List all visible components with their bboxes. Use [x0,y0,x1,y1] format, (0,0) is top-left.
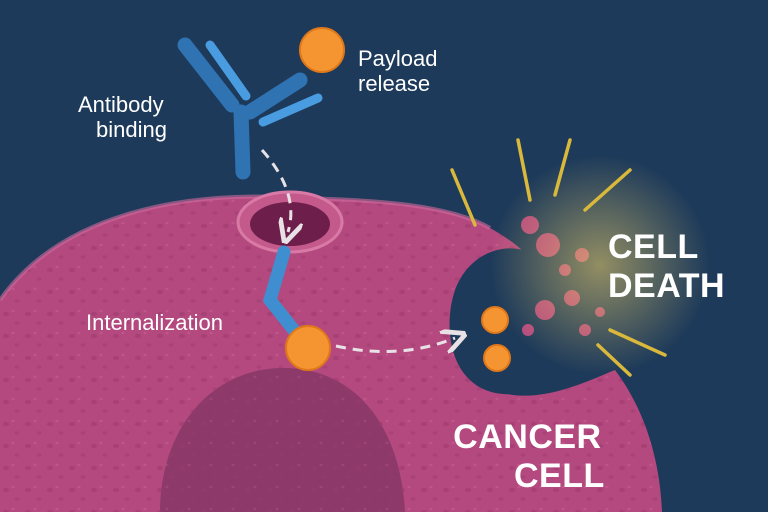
payload-in-rupture-icon [481,306,509,334]
burst-icon [450,138,710,377]
label-cancer-cell: CANCER CELL [450,418,605,496]
label-cell-death: CELL DEATH [608,228,725,306]
label-payload-release: Payload release [358,46,438,97]
antibody-icon [177,37,323,180]
nucleus [160,367,405,512]
released-payload-icon [285,325,331,371]
internalized-antibody-icon [262,245,307,345]
label-cancer-cell-line1: CANCER [453,418,602,456]
label-cell-death-line2: DEATH [608,267,726,306]
arrow-payload-to-death [335,338,455,352]
label-payload-release-line2: release [358,71,431,97]
label-antibody-binding: Antibody binding [78,92,167,143]
label-antibody-binding-line1: Antibody [78,92,164,117]
label-cell-death-line1: CELL [608,228,699,266]
label-cancer-cell-line2: CELL [514,457,605,496]
label-antibody-binding-line2: binding [96,117,167,143]
label-payload-release-line1: Payload [358,46,438,71]
payload-icon [299,27,345,73]
payload-in-rupture-icon [483,344,511,372]
label-internalization-text: Internalization [86,310,223,335]
label-internalization: Internalization [86,310,223,335]
arrow-binding-to-internalization [260,148,291,232]
